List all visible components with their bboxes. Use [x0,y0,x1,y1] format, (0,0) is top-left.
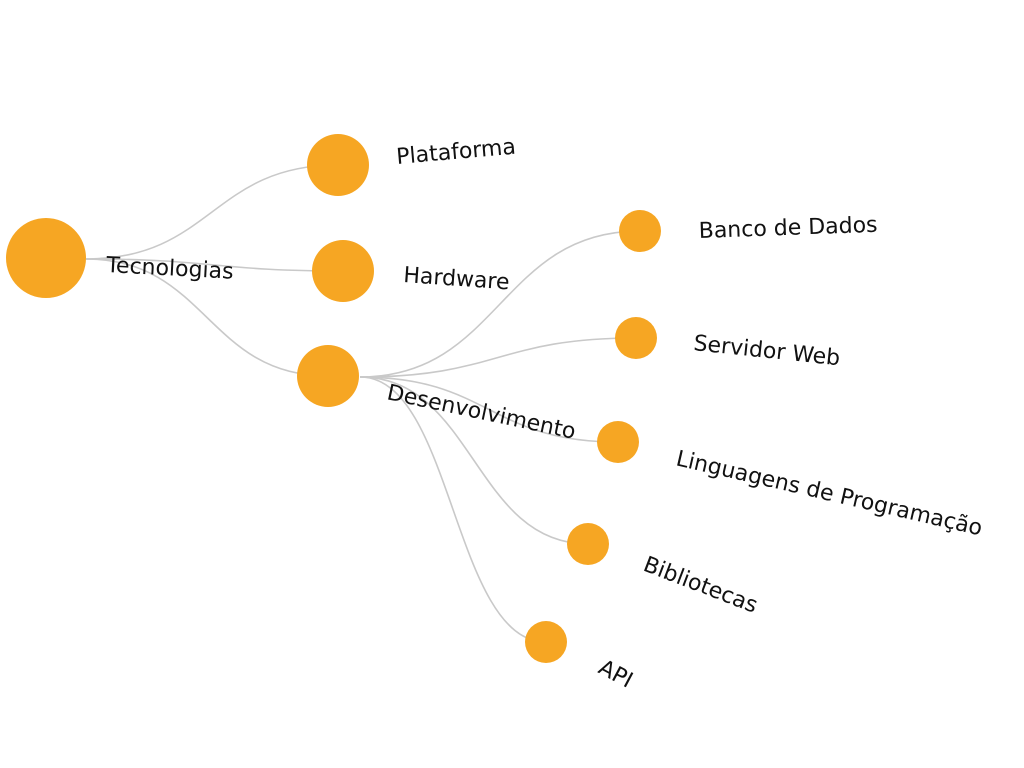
node-label-banco-de-dados: Banco de Dados [698,213,878,244]
node-label-servidor-web: Servidor Web [692,331,841,371]
link-desenvolvimento-to-api [359,376,547,643]
node-label-linguagens-de-programacao: Linguagens de Programação [674,446,985,541]
link-desenvolvimento-to-banco-de-dados [359,230,641,378]
node-label-tecnologias: Tecnologias [105,253,234,285]
node-circle-servidor-web[interactable] [615,317,657,359]
node-label-hardware: Hardware [403,263,511,295]
link-tecnologias-to-desenvolvimento [85,258,329,377]
node-circle-linguagens-de-programacao[interactable] [597,421,639,463]
link-tecnologias-to-hardware [85,258,344,272]
node-circle-bibliotecas[interactable] [567,523,609,565]
link-desenvolvimento-to-servidor-web [359,337,637,378]
node-label-bibliotecas: Bibliotecas [640,552,761,618]
node-plataforma[interactable]: Plataforma [307,134,517,196]
node-circle-tecnologias[interactable] [6,218,86,298]
node-bibliotecas[interactable]: Bibliotecas [567,523,761,619]
node-label-desenvolvimento: Desenvolvimento [385,380,578,444]
links-layer [85,164,641,643]
link-tecnologias-to-plataforma [85,164,339,260]
node-servidor-web[interactable]: Servidor Web [615,317,841,371]
link-desenvolvimento-to-bibliotecas [359,376,589,545]
node-circle-api[interactable] [525,621,567,663]
node-label-plataforma: Plataforma [395,135,516,170]
node-circle-desenvolvimento[interactable] [297,345,359,407]
node-desenvolvimento[interactable]: Desenvolvimento [297,345,578,445]
node-api[interactable]: API [525,621,637,694]
node-linguagens-de-programacao[interactable]: Linguagens de Programação [597,421,985,541]
node-hardware[interactable]: Hardware [312,240,510,302]
node-banco-de-dados[interactable]: Banco de Dados [619,210,878,252]
node-circle-banco-de-dados[interactable] [619,210,661,252]
node-circle-plataforma[interactable] [307,134,369,196]
link-desenvolvimento-to-linguagens-de-programacao [359,376,619,443]
node-circle-hardware[interactable] [312,240,374,302]
node-tecnologias[interactable]: Tecnologias [6,218,234,298]
node-label-api: API [594,655,636,693]
